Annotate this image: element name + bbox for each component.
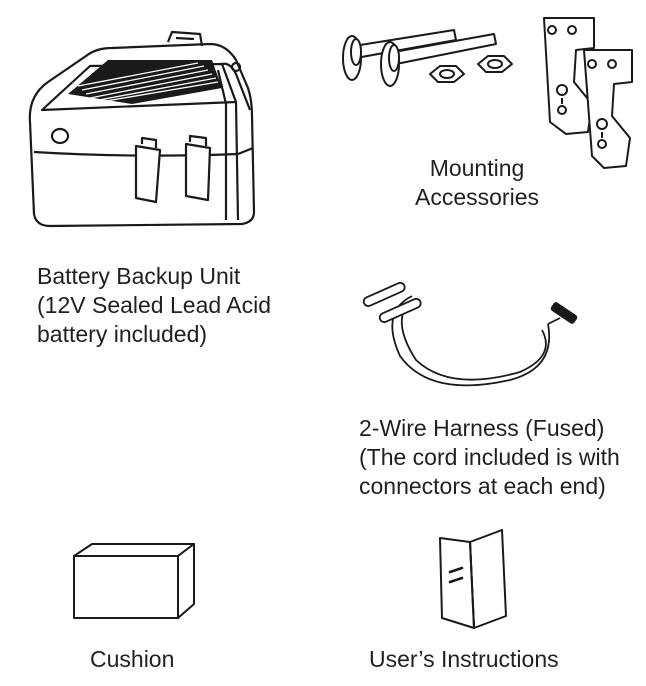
- caption-mounting-accessories: Mounting Accessories: [412, 154, 542, 212]
- caption-line: User’s Instructions: [369, 646, 559, 672]
- battery-backup-unit-illustration: [22, 30, 262, 235]
- caption-line: battery included): [37, 321, 208, 347]
- caption-line: Accessories: [415, 184, 539, 210]
- caption-cushion: Cushion: [90, 645, 174, 674]
- wire-harness-illustration: [360, 272, 590, 397]
- caption-line: Mounting: [429, 155, 525, 181]
- caption-line: Battery Backup Unit: [37, 263, 241, 289]
- caption-battery-backup-unit: Battery Backup Unit (12V Sealed Lead Aci…: [37, 262, 271, 349]
- caption-users-instructions: User’s Instructions: [369, 645, 559, 674]
- caption-line: connectors at each end): [359, 473, 606, 499]
- caption-line: (The cord included is with: [359, 444, 620, 470]
- caption-line: 2-Wire Harness (Fused): [359, 415, 605, 441]
- mounting-accessories-illustration: [330, 12, 635, 182]
- cushion-box-illustration: [70, 540, 200, 622]
- caption-line: Cushion: [90, 646, 175, 672]
- caption-two-wire-harness: 2-Wire Harness (Fused) (The cord include…: [359, 414, 620, 501]
- caption-line: (12V Sealed Lead Acid: [37, 292, 272, 318]
- instruction-booklet-illustration: [430, 526, 520, 636]
